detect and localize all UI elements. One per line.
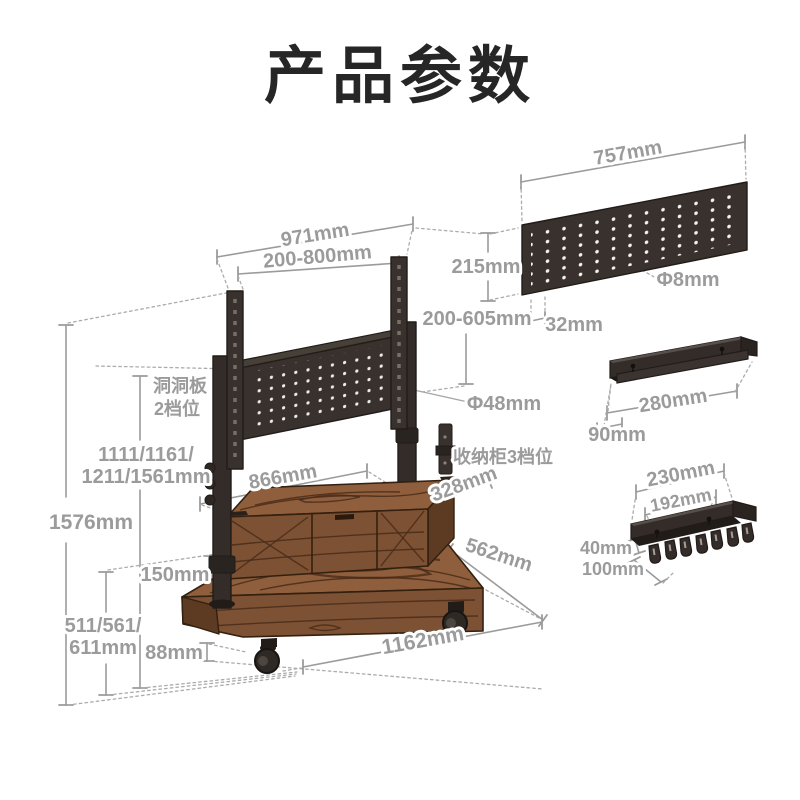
dim-rack-height: 40mm <box>580 538 632 558</box>
dim-pegboard-mount-range: 200-605mm <box>423 308 532 330</box>
dim-height-options-line2: 1211/1561mm <box>81 466 210 488</box>
note-pegboard-line2: 2档位 <box>154 398 200 419</box>
dim-pegboard-pitch: 32mm <box>545 314 603 336</box>
page-title: 产品参数 <box>264 42 536 111</box>
shelf-board <box>226 476 458 580</box>
pegboard-panel-illustration <box>521 181 748 296</box>
note-pegboard-line1: 洞洞板 <box>153 375 208 396</box>
right-post-collar <box>395 427 419 444</box>
dim-pegboard-width: 757mm <box>592 136 664 170</box>
dim-base-depth: 562mm <box>463 534 535 576</box>
dim-tray-depth: 90mm <box>588 424 646 446</box>
dim-pole-diameter: Φ48mm <box>467 393 541 415</box>
cabinet-clamp-icon <box>435 423 456 475</box>
dim-base-thickness: 88mm <box>145 642 203 664</box>
tv-bracket-right <box>390 256 408 430</box>
dim-total-height: 1576mm <box>49 511 133 534</box>
left-post-foot <box>209 599 235 609</box>
dim-rack-depth: 100mm <box>582 559 644 579</box>
tv-bracket-left <box>226 290 244 470</box>
left-post-collar <box>208 555 236 574</box>
hook-rack-illustration <box>630 500 757 564</box>
dim-base-height-line2: 611mm <box>69 637 137 659</box>
drawer-handle <box>335 514 354 520</box>
tray-illustration <box>609 336 758 384</box>
dim-pegboard-height: 215mm <box>452 256 521 278</box>
cart-pegboard <box>237 328 401 441</box>
dim-tray-length: 280mm <box>637 385 709 418</box>
dim-shelf-gap: 150mm <box>141 564 210 586</box>
caster-front-left <box>254 638 280 674</box>
caster-front-right <box>442 601 468 636</box>
dim-base-height-line1: 511/561/ <box>65 615 142 637</box>
hooks <box>648 522 755 564</box>
dim-height-options-line1: 1111/1161/ <box>98 444 194 466</box>
note-cabinet: 收纳柜3档位 <box>453 446 553 467</box>
cart-illustration <box>181 256 484 674</box>
dim-pegboard-hole: Φ8mm <box>656 269 719 291</box>
